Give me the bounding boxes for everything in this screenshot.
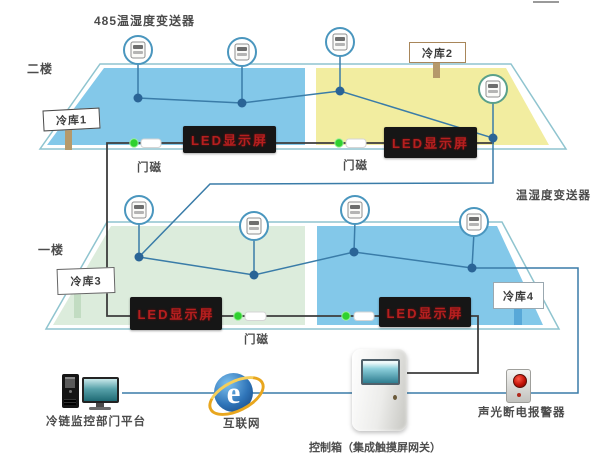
led-display-4: LED显示屏 xyxy=(379,297,471,327)
cabinet-lock xyxy=(393,395,397,400)
cold-room-1-sign: 冷库1 xyxy=(42,107,101,132)
led-display-text: LED显示屏 xyxy=(190,133,268,148)
touchscreen xyxy=(361,359,400,385)
temp-humidity-sensor-icon xyxy=(123,35,153,65)
cold-room-2-sign: 冷库2 xyxy=(409,42,466,63)
tower-panel xyxy=(65,377,75,388)
sign-post-3 xyxy=(74,290,81,318)
door-magnet-label-3: 门磁 xyxy=(244,334,269,346)
monitor-screen xyxy=(84,379,117,401)
transmitter-label: 温湿度变送器 xyxy=(516,190,591,202)
sensor-stems xyxy=(137,52,494,275)
control-box-label: 控制箱（集成触摸屏网关） xyxy=(309,442,441,454)
monitor-icon xyxy=(82,377,119,403)
ie-sphere: e xyxy=(214,373,253,412)
monitor-base xyxy=(89,407,111,410)
temp-humidity-sensor-icon xyxy=(459,207,489,237)
control-cabinet-icon xyxy=(352,349,407,431)
desktop-computer-icon xyxy=(62,374,79,408)
led-display-text: LED显示屏 xyxy=(391,136,469,151)
tower-vents xyxy=(64,399,76,405)
alarm-red-lamp xyxy=(513,374,527,388)
led-display-3: LED显示屏 xyxy=(130,297,222,330)
sign-post-1 xyxy=(65,126,72,150)
led-bus-floor2 xyxy=(106,142,494,374)
floor1-blue-area xyxy=(317,226,543,325)
top-edge-artifact-line xyxy=(533,1,559,3)
alarm-label: 声光断电报警器 xyxy=(478,407,566,419)
internet-label: 互联网 xyxy=(223,418,261,430)
led-display-text: LED显示屏 xyxy=(386,305,464,321)
temp-humidity-sensor-icon xyxy=(239,211,269,241)
tower-power-dot xyxy=(69,390,72,393)
temp-humidity-sensor-icon xyxy=(325,27,355,57)
sign-post-2 xyxy=(433,60,440,78)
cold-room-3-sign: 冷库3 xyxy=(56,266,116,296)
led-display-text: LED显示屏 xyxy=(137,307,215,322)
temp-humidity-sensor-icon xyxy=(340,195,370,225)
monitor-stand xyxy=(96,403,104,408)
temp-humidity-sensor-icon xyxy=(227,37,257,67)
door-magnet-label-1: 门磁 xyxy=(137,162,162,174)
alarm-small-led xyxy=(517,393,521,397)
cold-room-4-sign: 冷库4 xyxy=(493,282,544,309)
sound-light-alarm-icon xyxy=(506,369,531,403)
internet-explorer-icon: e xyxy=(202,367,271,425)
door-magnet-label-2: 门磁 xyxy=(343,160,368,172)
temp-humidity-sensor-icon xyxy=(124,195,154,225)
bus-nodes xyxy=(133,86,498,280)
led-display-2: LED显示屏 xyxy=(384,127,477,158)
floor2-blue-area xyxy=(47,68,305,145)
sensor-icons xyxy=(123,27,508,241)
floor2-label: 二楼 xyxy=(27,62,54,76)
floor1-label: 一楼 xyxy=(38,243,65,257)
sign-post-4 xyxy=(514,306,522,325)
door-magnet-icons xyxy=(129,138,375,321)
floor1-green-area xyxy=(53,226,305,325)
temp-humidity-sensor-icon xyxy=(478,74,508,104)
platform-label: 冷链监控部门平台 xyxy=(46,416,146,428)
led-display-1: LED显示屏 xyxy=(183,126,276,153)
diagram-title: 485温湿度变送器 xyxy=(94,14,196,28)
